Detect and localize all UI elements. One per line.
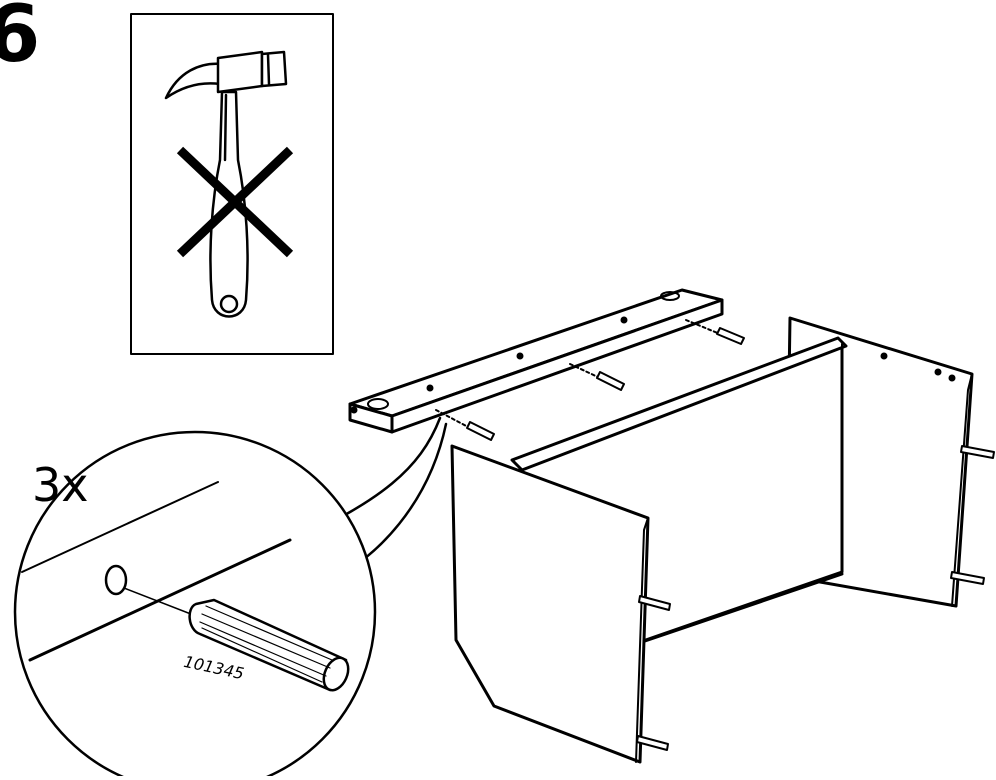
no-hammer-warning [130,13,334,355]
wooden-dowel-icon [188,598,350,692]
warning-frame [130,13,334,355]
left-side-panel [450,444,650,764]
panel-dowels [636,445,995,751]
step-number: 6 [0,0,40,80]
cabinet-frame [450,316,995,764]
rail-dowels [435,319,745,441]
magnified-detail [13,416,448,780]
top-rail [348,288,724,434]
cross-mark-icon [176,146,294,258]
dowel-hole [104,564,128,596]
quantity-label: 3x [32,458,89,512]
hammer-icon [164,50,288,318]
